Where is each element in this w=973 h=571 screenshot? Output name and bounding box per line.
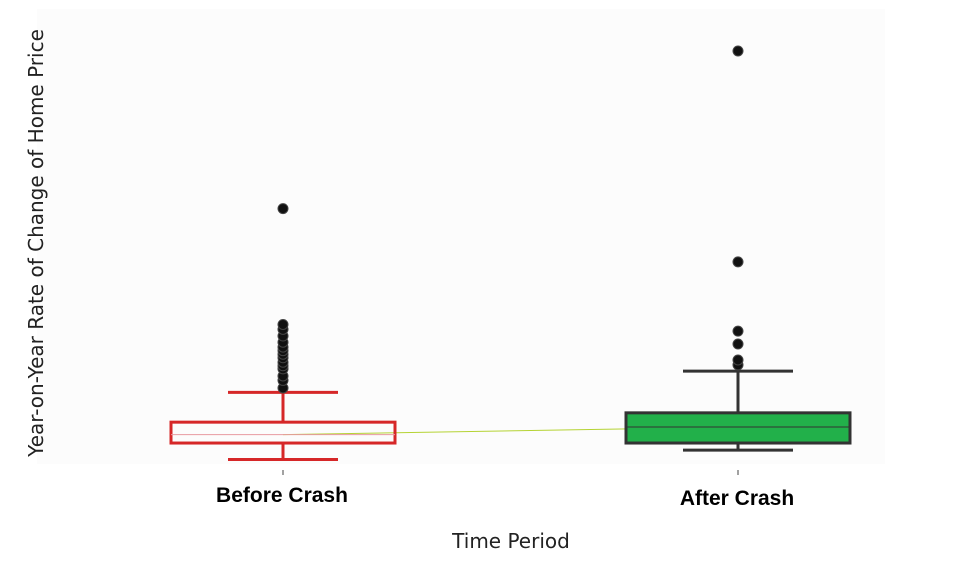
- outlier-point: [732, 256, 744, 268]
- outlier-point: [732, 354, 744, 366]
- outlier-point: [732, 325, 744, 337]
- y-axis-label: Year-on-Year Rate of Change of Home Pric…: [24, 29, 48, 458]
- box-before-crash: [169, 203, 397, 461]
- box-after-crash: [624, 45, 852, 452]
- outlier-point: [277, 318, 289, 330]
- iqr-box: [169, 420, 397, 445]
- plot-area: [37, 9, 885, 464]
- iqr-box: [624, 411, 852, 445]
- chart-marks: [169, 45, 852, 461]
- x-axis-ticks: Before Crash After Crash: [216, 470, 794, 510]
- x-tick-label: After Crash: [680, 487, 794, 510]
- outlier-point: [732, 338, 744, 350]
- x-axis-label: Time Period: [451, 529, 570, 553]
- outlier-point: [732, 45, 744, 57]
- x-tick-label: Before Crash: [216, 484, 348, 507]
- outlier-point: [277, 203, 289, 215]
